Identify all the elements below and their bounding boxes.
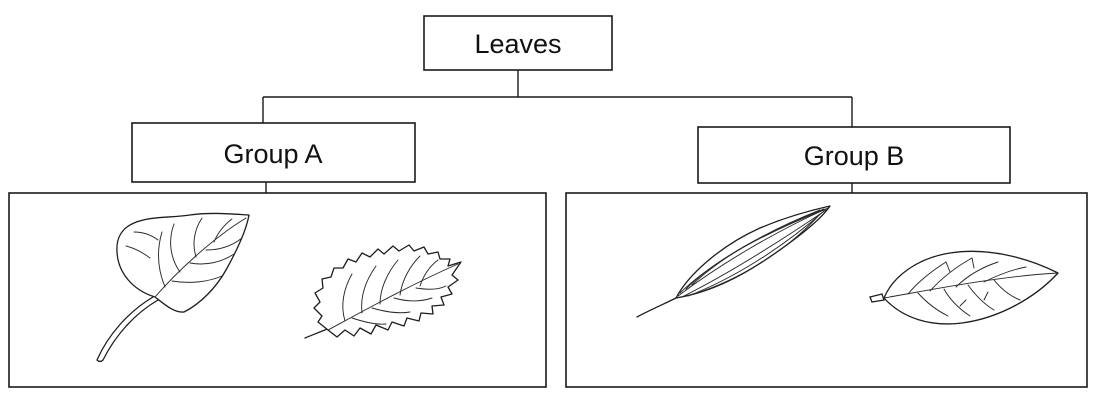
- group-b-label: Group B: [804, 141, 905, 171]
- root-label: Leaves: [474, 29, 561, 59]
- group-a-label: Group A: [223, 139, 322, 169]
- group-a-leaves-panel: [9, 193, 546, 387]
- group-a-node: Group A: [132, 123, 415, 182]
- group-b-leaves-panel: [566, 193, 1087, 387]
- root-node: Leaves: [424, 16, 612, 70]
- group-b-node: Group B: [698, 127, 1010, 183]
